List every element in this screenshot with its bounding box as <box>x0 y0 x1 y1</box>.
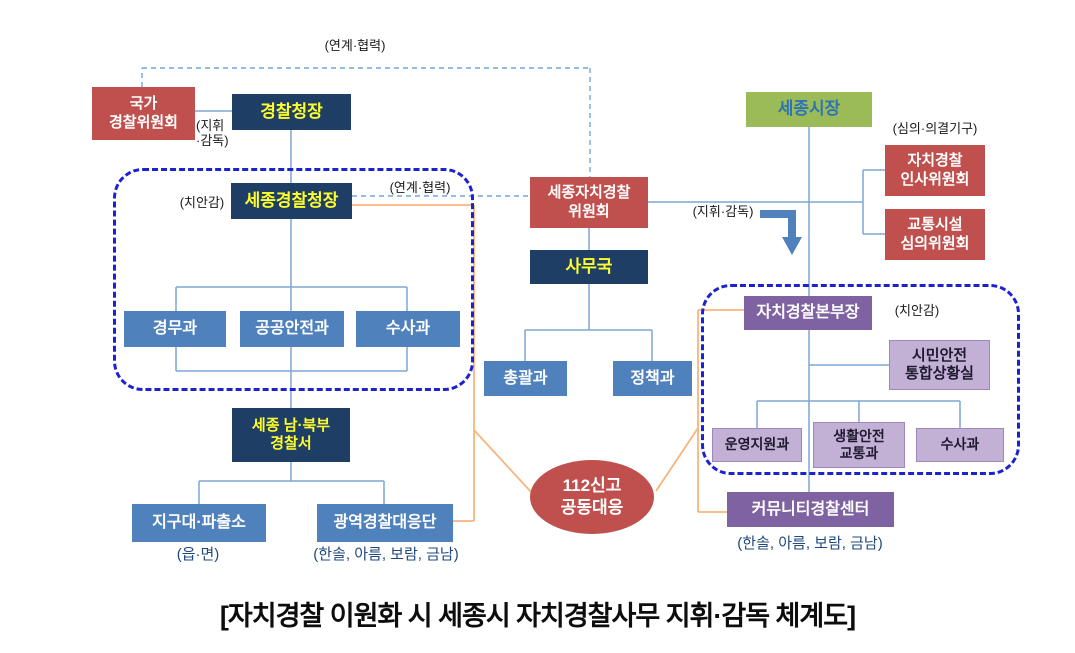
deliberation-body-label: (심의·의결기구) <box>892 121 978 136</box>
regional-response-unit-box: 광역경찰대응단 <box>317 504 453 542</box>
supervision-small-label: (지휘 ·감독) <box>196 118 229 148</box>
districts-right-label: (한솔, 아름, 보람, 금남) <box>737 535 883 552</box>
cooperation-mid-label: (연계·협력) <box>389 180 451 195</box>
sejong-mayor-box: 세종시장 <box>746 92 872 127</box>
chief-rank-right-label: (치안감) <box>894 303 940 318</box>
investigation-division-box: 수사과 <box>356 311 460 347</box>
sejong-autonomous-police-committee-box: 세종자치경찰 위원회 <box>530 177 648 228</box>
investigation-division-2-box: 수사과 <box>916 428 1004 462</box>
police-commissioner-box: 경찰청장 <box>232 94 351 130</box>
personnel-committee-box: 자치경찰 인사위원회 <box>885 145 985 196</box>
supervision-arrow <box>760 210 802 255</box>
district-substation-box: 지구대·파출소 <box>132 504 266 542</box>
chief-rank-left-label: (치안감) <box>179 195 225 210</box>
cooperation-top-label: (연계·협력) <box>324 38 386 53</box>
autonomous-police-group-border <box>701 284 1020 475</box>
sejong-police-chief-box: 세종경찰청장 <box>231 183 352 219</box>
general-affairs-division-box: 총괄과 <box>484 361 567 396</box>
eup-myeon-label: (읍·면) <box>176 546 220 563</box>
districts-left-label: (한솔, 아름, 보람, 금남) <box>313 546 459 563</box>
policy-division-box: 정책과 <box>613 361 692 396</box>
112-joint-response-ellipse: 112신고 공동대응 <box>530 460 654 534</box>
supervision-mid-label: (지휘·감독) <box>692 204 754 219</box>
sejong-police-station-box: 세종 남·북부 경찰서 <box>232 408 350 462</box>
operations-support-division-box: 운영지원과 <box>712 428 802 462</box>
secretariat-box: 사무국 <box>530 250 648 284</box>
national-police-commission-box: 국가 경찰위원회 <box>92 87 195 140</box>
community-police-center-box: 커뮤니티경찰센터 <box>727 492 894 527</box>
national-police-group-border <box>113 168 474 391</box>
autonomous-police-hq-chief-box: 자치경찰본부장 <box>744 296 872 330</box>
diagram-caption: [자치경찰 이원화 시 세종시 자치경찰사무 지휘·감독 체계도] <box>219 601 856 631</box>
citizen-safety-situation-room-box: 시민안전 통합상황실 <box>889 340 990 390</box>
traffic-facility-committee-box: 교통시설 심의위원회 <box>885 209 985 260</box>
admin-division-box: 경무과 <box>124 311 226 347</box>
life-safety-traffic-division-box: 생활안전 교통과 <box>813 422 905 468</box>
public-safety-division-box: 공공안전과 <box>240 311 344 347</box>
